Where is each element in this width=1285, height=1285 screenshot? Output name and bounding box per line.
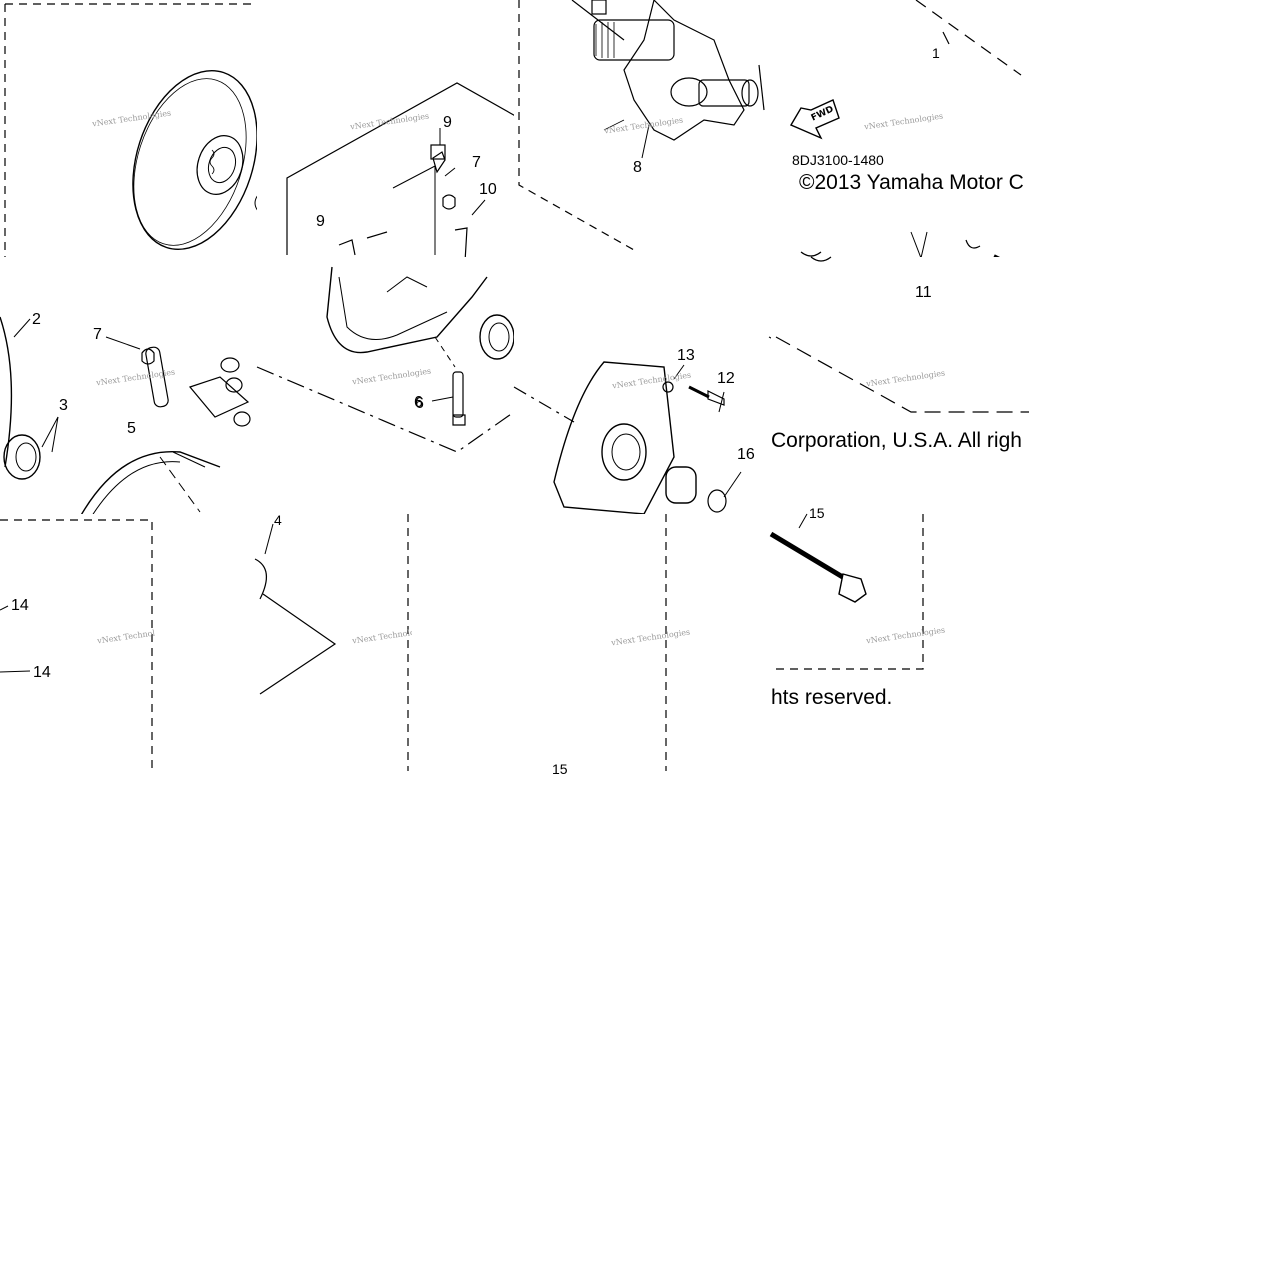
callout-5: 5 [127,420,136,437]
callout-16: 16 [737,446,755,463]
tile-copyright-top: FWD vNext Technologies 1 8DJ3100-1480 ©2… [771,0,1029,276]
callout-9: 9 [443,114,452,131]
fwd-arrow-icon [789,99,840,140]
callout-1: 1 [932,45,940,61]
callout-8: 8 [633,159,642,176]
cover-drawing [513,336,780,515]
callout-6: 6 [415,395,424,412]
callout-6: 6 [414,394,423,411]
right-drawing [775,256,1029,413]
tile-cam: vNext Technologies 6 [256,257,515,514]
bolt-drawing [0,519,153,771]
callout-11: 11 [915,284,932,301]
callout-13: 13 [677,347,695,364]
tile-bottom-left: vNext Technologies 14 14 [0,514,177,771]
callout-15: 15 [552,761,568,777]
tile-spider: vNext Technologies 8 [514,0,776,262]
callout-3: 3 [59,397,68,414]
tile-cover: vNext Technologies 13 12 16 [513,257,780,515]
cam-drawing [256,266,515,453]
callout-7: 7 [93,326,102,343]
callout-12: 12 [717,370,735,387]
callout-10: 10 [479,181,497,198]
tile-primary-sheave: vNext Technologies [0,0,262,263]
tile-copyright-bottom: vNext Technologies 15 hts reserved. [769,506,946,714]
blank-drawing [665,514,667,771]
sheave-drawing [0,3,262,263]
tile-copyright-middle: vNext Technologies 11 Corporation, U.S.A… [771,256,1029,514]
tile-bottom-center-left: vNext Technologies 4 [155,512,432,771]
drawing-code: 8DJ3100-1480 [792,152,884,168]
callout-4: 4 [274,512,282,528]
callout-7: 7 [472,154,481,171]
copyright-line-2: Corporation, U.S.A. All righ [771,429,1022,452]
copyright-line-1: ©2013 Yamaha Motor C [799,171,1024,194]
rollers-drawing [0,316,251,520]
copyright-line-3: hts reserved. [771,686,893,709]
housing-drawing [286,82,520,263]
tile-movable-sheave: vNext Technologies 2 7 3 5 [0,257,257,520]
callout-14: 14 [33,664,51,681]
tile-bottom-center-right: vNext Technologies 15 [412,514,691,776]
spider-drawing [518,0,765,251]
callout-15: 15 [809,505,825,521]
belt-drawing [254,514,409,771]
callout-9: 9 [316,213,325,230]
long-bolt-drawing [769,513,924,670]
tile-clutch-housing: vNext Technologies 9 7 10 9 [257,0,520,263]
callout-2: 2 [32,311,41,328]
callout-14: 14 [11,597,29,614]
fwd-drawing [789,0,1023,276]
